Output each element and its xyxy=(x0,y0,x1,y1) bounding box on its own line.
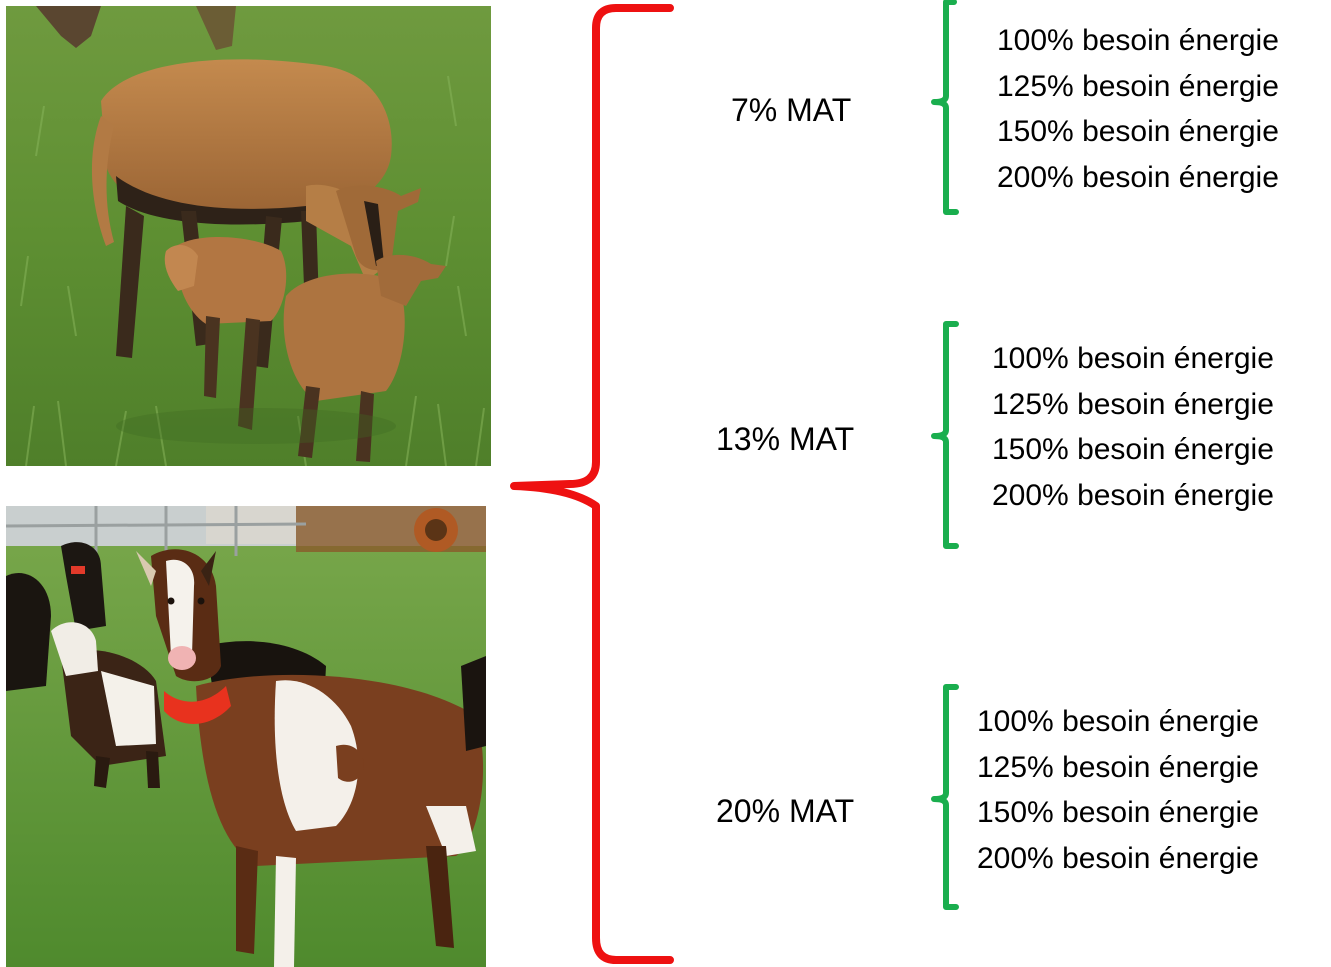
energy-option: 150% besoin énergie xyxy=(992,433,1274,466)
energy-option: 200% besoin énergie xyxy=(997,160,1279,194)
energy-option: 100% besoin énergie xyxy=(992,342,1274,375)
energy-option: 200% besoin énergie xyxy=(992,478,1274,512)
energy-option: 100% besoin énergie xyxy=(977,705,1259,738)
group-label-13-mat: 13% MAT xyxy=(716,421,855,457)
group-label-7-mat: 7% MAT xyxy=(731,92,852,128)
group-label-20-mat: 20% MAT xyxy=(716,793,855,829)
green-brace-group-1 xyxy=(931,0,959,215)
energy-options-group-2: 100% besoin énergie 125% besoin énergie … xyxy=(992,336,1274,518)
energy-option: 125% besoin énergie xyxy=(997,69,1279,103)
energy-option: 150% besoin énergie xyxy=(997,115,1279,148)
energy-option: 125% besoin énergie xyxy=(992,387,1274,421)
energy-option: 200% besoin énergie xyxy=(977,841,1259,875)
main-red-brace xyxy=(510,4,674,964)
green-brace-group-3 xyxy=(931,684,959,910)
green-brace-group-2 xyxy=(931,321,959,549)
energy-option: 100% besoin énergie xyxy=(997,24,1279,57)
energy-options-group-1: 100% besoin énergie 125% besoin énergie … xyxy=(997,18,1279,200)
energy-option: 150% besoin énergie xyxy=(977,796,1259,829)
photo-goat-with-kids xyxy=(6,6,491,466)
energy-option: 125% besoin énergie xyxy=(977,750,1259,784)
energy-options-group-3: 100% besoin énergie 125% besoin énergie … xyxy=(977,699,1259,881)
photo-goat-herd xyxy=(6,506,486,967)
